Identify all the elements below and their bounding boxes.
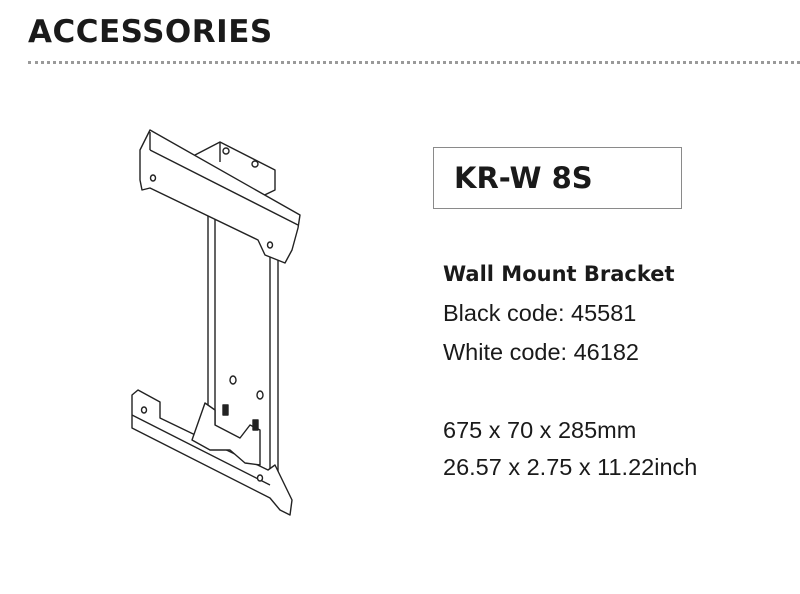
dimensions-mm: 675 x 70 x 285mm	[443, 417, 637, 443]
product-code-box: KR-W 8S	[433, 147, 682, 209]
dimensions-inch: 26.57 x 2.75 x 11.22inch	[443, 454, 698, 480]
black-code: Black code: 45581	[443, 300, 637, 326]
white-code: White code: 46182	[443, 339, 639, 365]
product-code: KR-W 8S	[454, 161, 593, 195]
section-title: ACCESSORIES	[28, 14, 273, 50]
spacer	[443, 372, 697, 412]
product-info: Wall Mount Bracket Black code: 45581 Whi…	[443, 255, 697, 486]
wall-mount-bracket-illustration	[131, 129, 301, 516]
dotted-divider	[28, 61, 800, 64]
product-name: Wall Mount Bracket	[443, 262, 675, 286]
